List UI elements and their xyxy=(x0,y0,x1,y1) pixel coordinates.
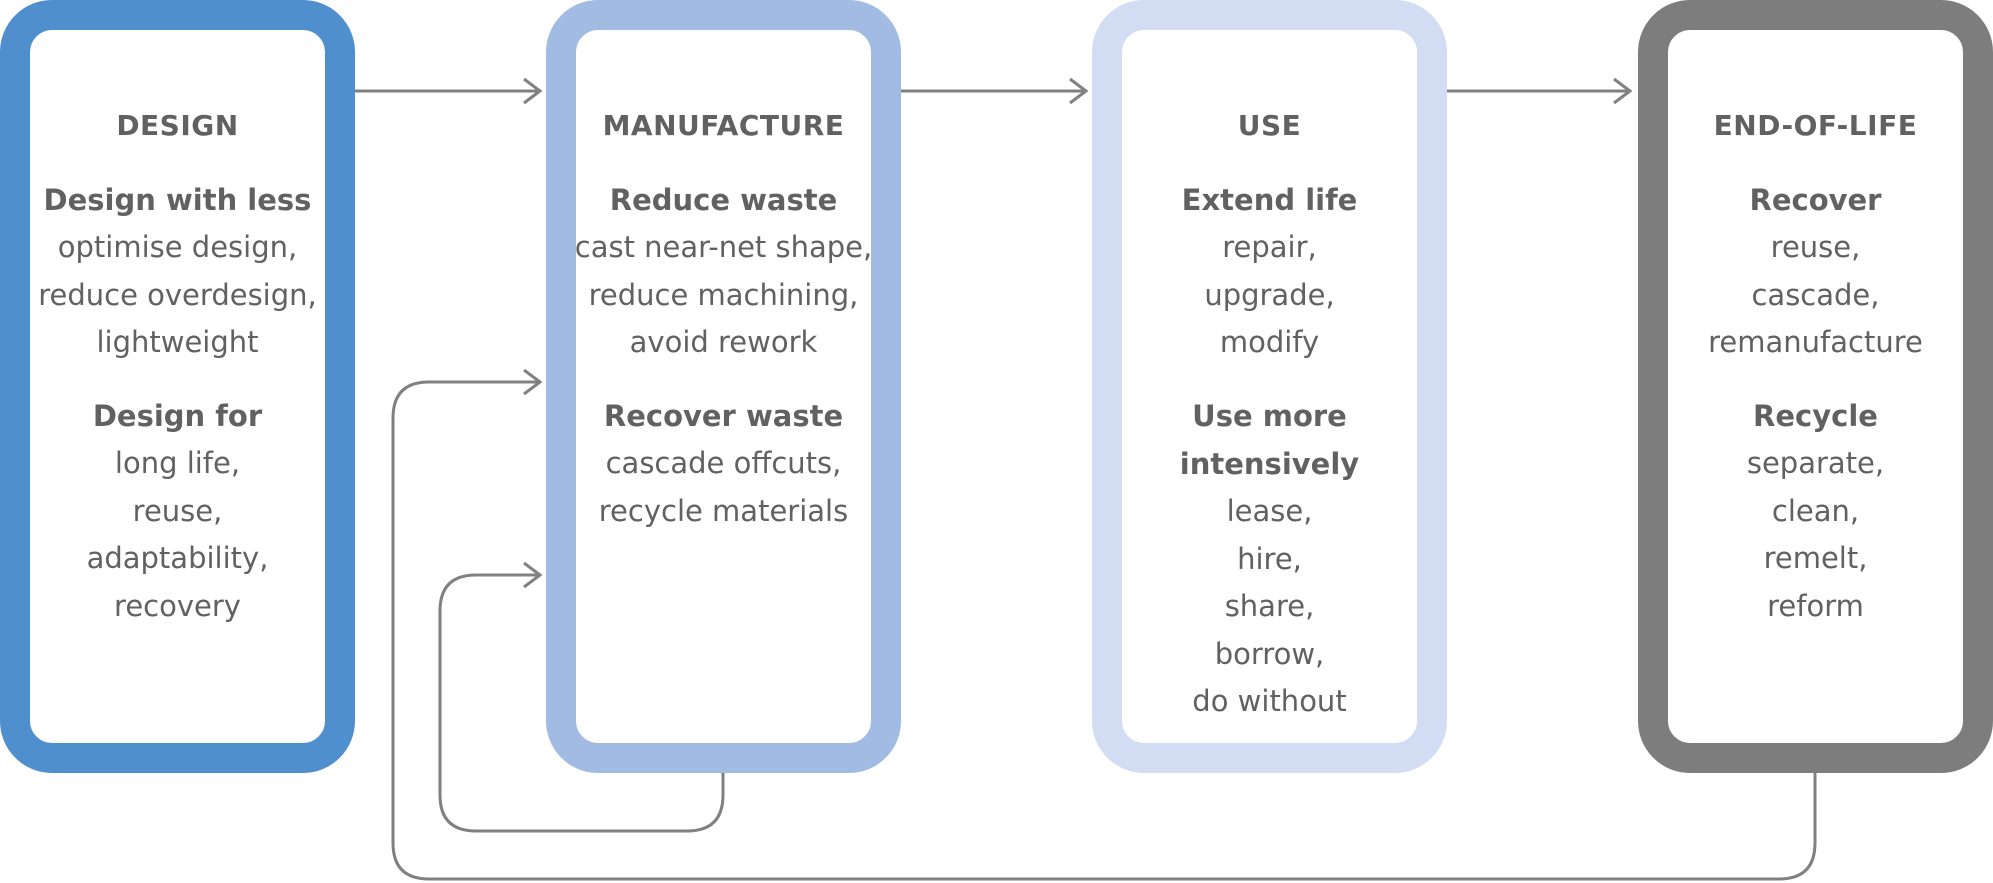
strategy-item: modify xyxy=(1219,325,1320,359)
strategy-item: reduce machining, xyxy=(588,277,859,312)
strategy-heading: Design for xyxy=(92,399,263,433)
strategy-item: reform xyxy=(1767,588,1864,623)
strategy-item: cascade offcuts, xyxy=(605,446,842,480)
strategy-heading: Extend life xyxy=(1181,183,1358,217)
strategy-item: remelt, xyxy=(1763,541,1868,575)
stage-use: USE Extend life repair, upgrade, modify … xyxy=(1092,0,1447,773)
strategy-item: repair, xyxy=(1222,230,1317,264)
stage-end-of-life: END-OF-LIFE Recover reuse, cascade, rema… xyxy=(1638,0,1993,773)
strategy-item: cast near-net shape, xyxy=(574,230,873,264)
strategy-item: hire, xyxy=(1237,541,1302,576)
strategy-item: recovery xyxy=(114,588,241,623)
strategy-item: reduce overdesign, xyxy=(38,277,317,312)
strategy-heading: Reduce waste xyxy=(609,183,838,217)
strategy-item: adaptability, xyxy=(86,541,269,575)
strategy-item: reuse, xyxy=(1770,230,1861,264)
strategy-heading: intensively xyxy=(1179,447,1360,481)
strategy-heading: Use more xyxy=(1192,399,1347,433)
stage-title: MANUFACTURE xyxy=(602,109,845,142)
loop-manufacture-recover-waste xyxy=(438,575,725,833)
strategy-group: Use more intensively lease, hire, share,… xyxy=(1120,392,1419,726)
strategy-heading: Recycle xyxy=(1753,399,1878,433)
strategy-item: long life, xyxy=(114,446,241,480)
strategy-item: clean, xyxy=(1771,493,1860,528)
strategy-item: upgrade, xyxy=(1204,277,1335,312)
strategy-item: remanufacture xyxy=(1708,325,1923,359)
strategy-group: Recover waste cascade offcuts, recycle m… xyxy=(574,392,873,535)
strategy-heading: Recover xyxy=(1749,183,1882,217)
stage-manufacture: MANUFACTURE Reduce waste cast near-net s… xyxy=(546,0,901,773)
strategy-item: lease, xyxy=(1226,494,1313,528)
strategy-item: avoid rework xyxy=(629,325,818,359)
strategy-group: Design with less optimise design, reduce… xyxy=(28,176,327,367)
strategy-heading: Recover waste xyxy=(603,399,844,433)
loop-end-of-life-to-manufacture xyxy=(391,382,1817,881)
strategy-group: Recover reuse, cascade, remanufacture xyxy=(1666,176,1965,367)
strategy-item: separate, xyxy=(1746,446,1885,480)
strategy-item: do without xyxy=(1192,684,1347,718)
strategy-item: optimise design, xyxy=(57,230,298,264)
strategy-group: Design for long life, reuse, adaptabilit… xyxy=(28,392,327,630)
strategy-item: cascade, xyxy=(1751,277,1880,312)
strategy-item: reuse, xyxy=(132,493,223,528)
strategy-group: Extend life repair, upgrade, modify xyxy=(1120,176,1419,367)
strategy-item: recycle materials xyxy=(598,493,849,528)
strategy-group: Recycle separate, clean, remelt, reform xyxy=(1666,392,1965,630)
strategy-item: lightweight xyxy=(96,325,259,359)
strategy-item: borrow, xyxy=(1214,636,1325,671)
stage-title: END-OF-LIFE xyxy=(1713,109,1918,142)
strategy-group: Reduce waste cast near-net shape, reduce… xyxy=(574,176,873,367)
stage-design: DESIGN Design with less optimise design,… xyxy=(0,0,355,773)
strategy-heading: Design with less xyxy=(43,183,312,217)
strategy-item: share, xyxy=(1224,589,1315,623)
stage-title: USE xyxy=(1237,109,1302,142)
stage-title: DESIGN xyxy=(116,109,239,142)
